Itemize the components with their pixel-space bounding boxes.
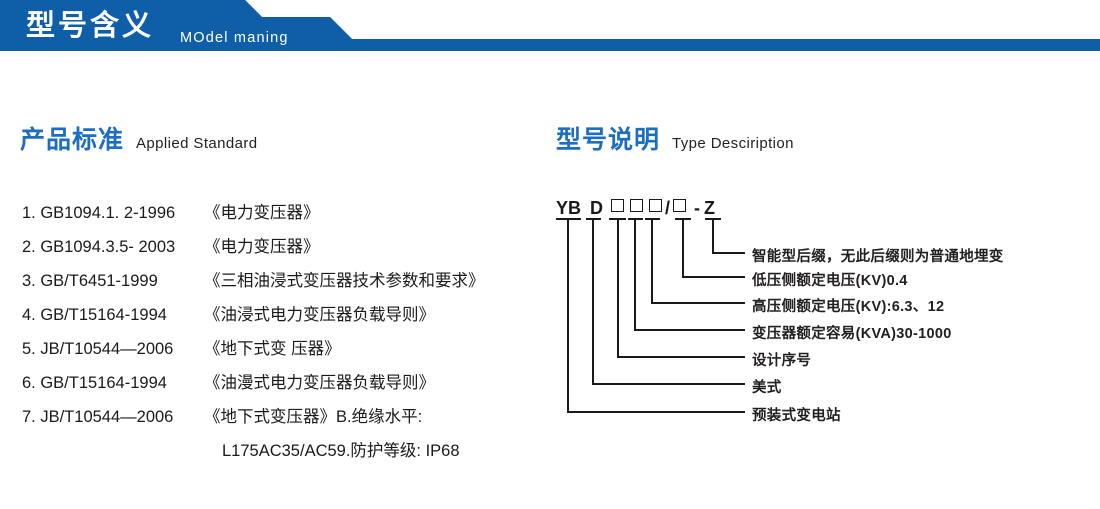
model-code-box-2 [630,199,644,212]
leader-line-3 [651,219,745,304]
callout-label-7: 预装式变电站 [752,408,841,424]
list-item: 6. GB/T15164-1994 《油漫式电力变压器负载导则》 [22,366,542,400]
section-heading-standard-cn: 产品标准 [20,126,125,154]
model-code-prefix: YB [556,198,582,218]
callout-label-6: 美式 [752,380,782,396]
model-code-second: D [590,198,604,218]
banner-subtitle: MOdel maning [180,30,289,46]
section-heading-type-cn: 型号说明 [556,126,661,154]
standard-code: 4. GB/T15164-1994 [22,306,167,324]
standards-list: 1. GB1094.1. 2-1996 《电力变压器》 2. GB1094.3.… [22,196,542,468]
model-code-box-3 [649,199,663,212]
section-heading-type: 型号说明 Type Desciription [556,120,794,156]
model-code-box-4 [673,199,687,212]
model-code-dash: - [694,198,701,218]
list-item: 7. JB/T10544—2006 《地下式变压器》B.绝缘水平: [22,400,542,434]
standard-title: 《电力变压器》 [204,238,320,256]
model-code-suffix: Z [704,198,716,218]
section-heading-standard: 产品标准 Applied Standard [20,120,258,156]
standard-title: 《电力变压器》 [204,204,320,222]
leader-line-7 [567,219,745,413]
list-item: 3. GB/T6451-1999 《三相油浸式变压器技术参数和要求》 [22,264,542,298]
list-item: 5. JB/T10544—2006 《地下式变 压器》 [22,332,542,366]
callout-label-1: 智能型后缀，无此后缀则为普通地埋变 [752,249,1004,265]
leader-line-6 [592,219,745,385]
callout-label-3: 高压侧额定电压(KV):6.3、12 [752,299,945,315]
callout-label-4: 变压器额定容易(KVA)30-1000 [752,326,952,342]
model-code-row: YB D / -Z [556,198,715,220]
list-item: 4. GB/T15164-1994 《油浸式电力变压器负载导则》 [22,298,542,332]
leader-line-1 [712,219,745,254]
leader-line-5 [617,219,745,358]
standard-code: 6. GB/T15164-1994 [22,374,167,392]
standard-code: 1. GB1094.1. 2-1996 [22,204,176,222]
standard-title: 《三相油浸式变压器技术参数和要求》 [204,272,485,290]
standard-code: 5. JB/T10544—2006 [22,340,174,358]
standard-title: 《地下式变 压器》 [204,340,341,358]
callout-label-2: 低压侧额定电压(KV)0.4 [752,273,908,289]
standard-continuation: L175AC35/AC59.防护等级: IP68 [222,442,460,460]
standard-title: 《油漫式电力变压器负载导则》 [204,374,435,392]
list-item: 2. GB1094.3.5- 2003 《电力变压器》 [22,230,542,264]
leader-line-4 [634,219,745,331]
standard-code: 3. GB/T6451-1999 [22,272,158,290]
section-heading-type-en: Type Desciription [672,135,794,152]
leader-line-2 [682,219,745,278]
banner-title: 型号含义 [26,10,155,42]
page-banner: 型号含义 MOdel maning [0,0,1100,60]
list-item: 1. GB1094.1. 2-1996 《电力变压器》 [22,196,542,230]
section-heading-standard-en: Applied Standard [136,135,258,152]
banner-shape [0,0,1100,51]
model-code-slash: / [665,198,671,218]
callout-label-5: 设计序号 [752,353,812,369]
standard-code: 7. JB/T10544—2006 [22,408,174,426]
standard-title: 《地下式变压器》B.绝缘水平: [204,408,423,426]
model-code-box-1 [611,199,625,212]
standard-code: 2. GB1094.3.5- 2003 [22,238,176,256]
standard-title: 《油浸式电力变压器负载导则》 [204,306,435,324]
